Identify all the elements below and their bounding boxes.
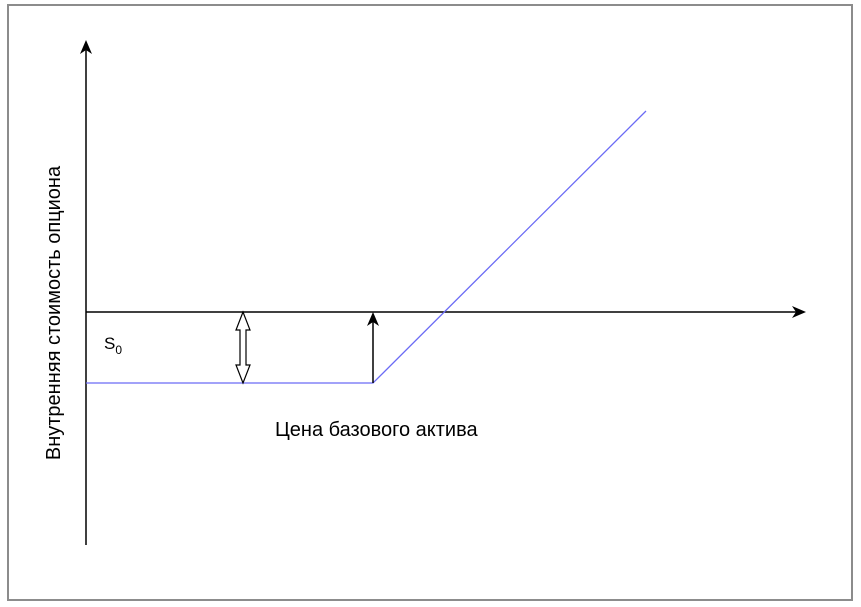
s0-label: S0 bbox=[104, 334, 122, 357]
strike-up-arrow bbox=[367, 312, 379, 383]
y-axis bbox=[80, 40, 92, 545]
y-axis-arrowhead bbox=[80, 40, 92, 54]
x-axis bbox=[86, 306, 806, 318]
x-axis-label: Цена базового актива bbox=[275, 419, 478, 441]
double-arrow-premium bbox=[235, 310, 251, 385]
y-axis-label: Внутренняя стоимость опциона bbox=[43, 165, 65, 460]
payoff-line bbox=[86, 110, 647, 384]
x-axis-arrowhead bbox=[792, 306, 806, 318]
diagram-frame bbox=[7, 4, 853, 601]
